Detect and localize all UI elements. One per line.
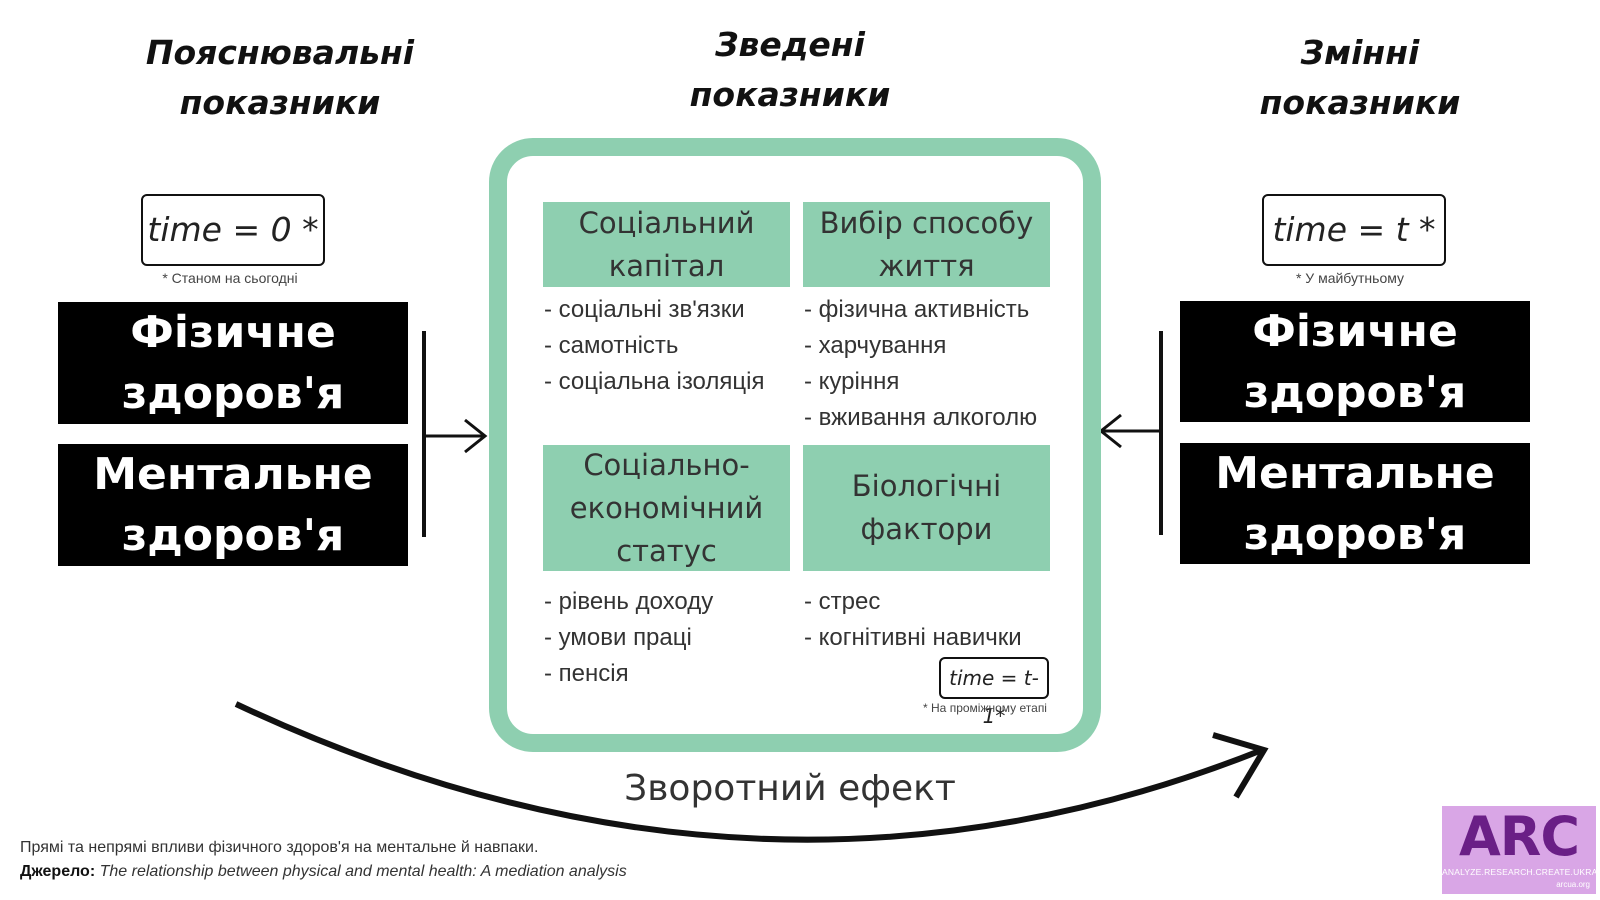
time-t-minus-1-note: * На проміжному етапі [923,701,1047,715]
list-item: - когнітивні навички [804,624,1022,651]
biological-list: - стрес - когнітивні навички [804,584,1022,656]
time-t-note: * У майбутньому [1295,270,1405,286]
social-capital-list: - соціальні зв'язки - самотність - соціа… [544,292,764,400]
list-item: - соціальні зв'язки [544,296,745,323]
right-mental-health-box: Ментальне здоров'я [1180,443,1530,564]
list-item: - рівень доходу [544,588,714,615]
category-socioeconomic-status: Соціально- економічний статус [543,445,790,571]
arc-logo: ARC ANALYZE.RESEARCH.CREATE.UKRAINE arcu… [1442,805,1600,894]
variable-indicators-title: Змінні показники [1259,33,1461,122]
explanatory-indicators-title: Пояснювальні показники [145,33,415,122]
time-t-box: time = t * [1262,194,1446,266]
source-title: The relationship between physical and me… [99,863,627,880]
list-item: - соціальна ізоляція [544,368,765,395]
time-zero-box: time = 0 * [141,194,325,266]
list-item: - вживання алкоголю [804,404,1038,431]
reverse-effect-label: Зворотний ефект [624,768,956,809]
category-social-capital: Соціальний капітал [543,202,790,287]
list-item: - самотність [544,332,679,359]
list-item: - харчування [804,332,947,359]
lifestyle-list: - фізична активність - харчування - курі… [804,292,1037,436]
socioeconomic-list: - рівень доходу - умови праці - пенсія [544,584,713,692]
left-physical-health-box: Фізичне здоров'я [58,302,408,424]
caption-source: Джерело: The relationship between physic… [20,860,627,884]
left-arrow-head [464,418,488,454]
arc-logo-tagline: ANALYZE.RESEARCH.CREATE.UKRAINE [1442,867,1600,877]
list-item: - умови праці [544,624,692,651]
time-t-minus-1-box: time = t-1* [939,657,1049,728]
reverse-effect-curve [234,701,1264,843]
list-item: - куріння [804,368,900,395]
right-physical-health-box: Фізичне здоров'я [1180,301,1530,422]
list-item: - фізична активність [804,296,1030,323]
left-mental-health-box: Ментальне здоров'я [58,444,408,566]
list-item: - стрес [804,588,881,615]
figure-caption: Прямі та непрямі впливи фізичного здоров… [20,836,627,884]
caption-description: Прямі та непрямі впливи фізичного здоров… [20,839,539,856]
source-label: Джерело: [20,863,96,880]
arc-logo-letters: ARC [1458,805,1580,868]
category-biological-factors: Біологічні фактори [803,445,1050,571]
right-arrow-head [1098,413,1122,449]
list-item: - пенсія [544,660,629,687]
aggregated-indicators-title: Зведені показники [689,25,891,114]
arc-logo-url: arcua.org [1556,880,1590,889]
category-lifestyle-choice: Вибір способу життя [803,202,1050,287]
time-zero-note: * Станом на сьогодні [162,270,298,286]
reverse-effect-arrowhead [1212,732,1269,799]
